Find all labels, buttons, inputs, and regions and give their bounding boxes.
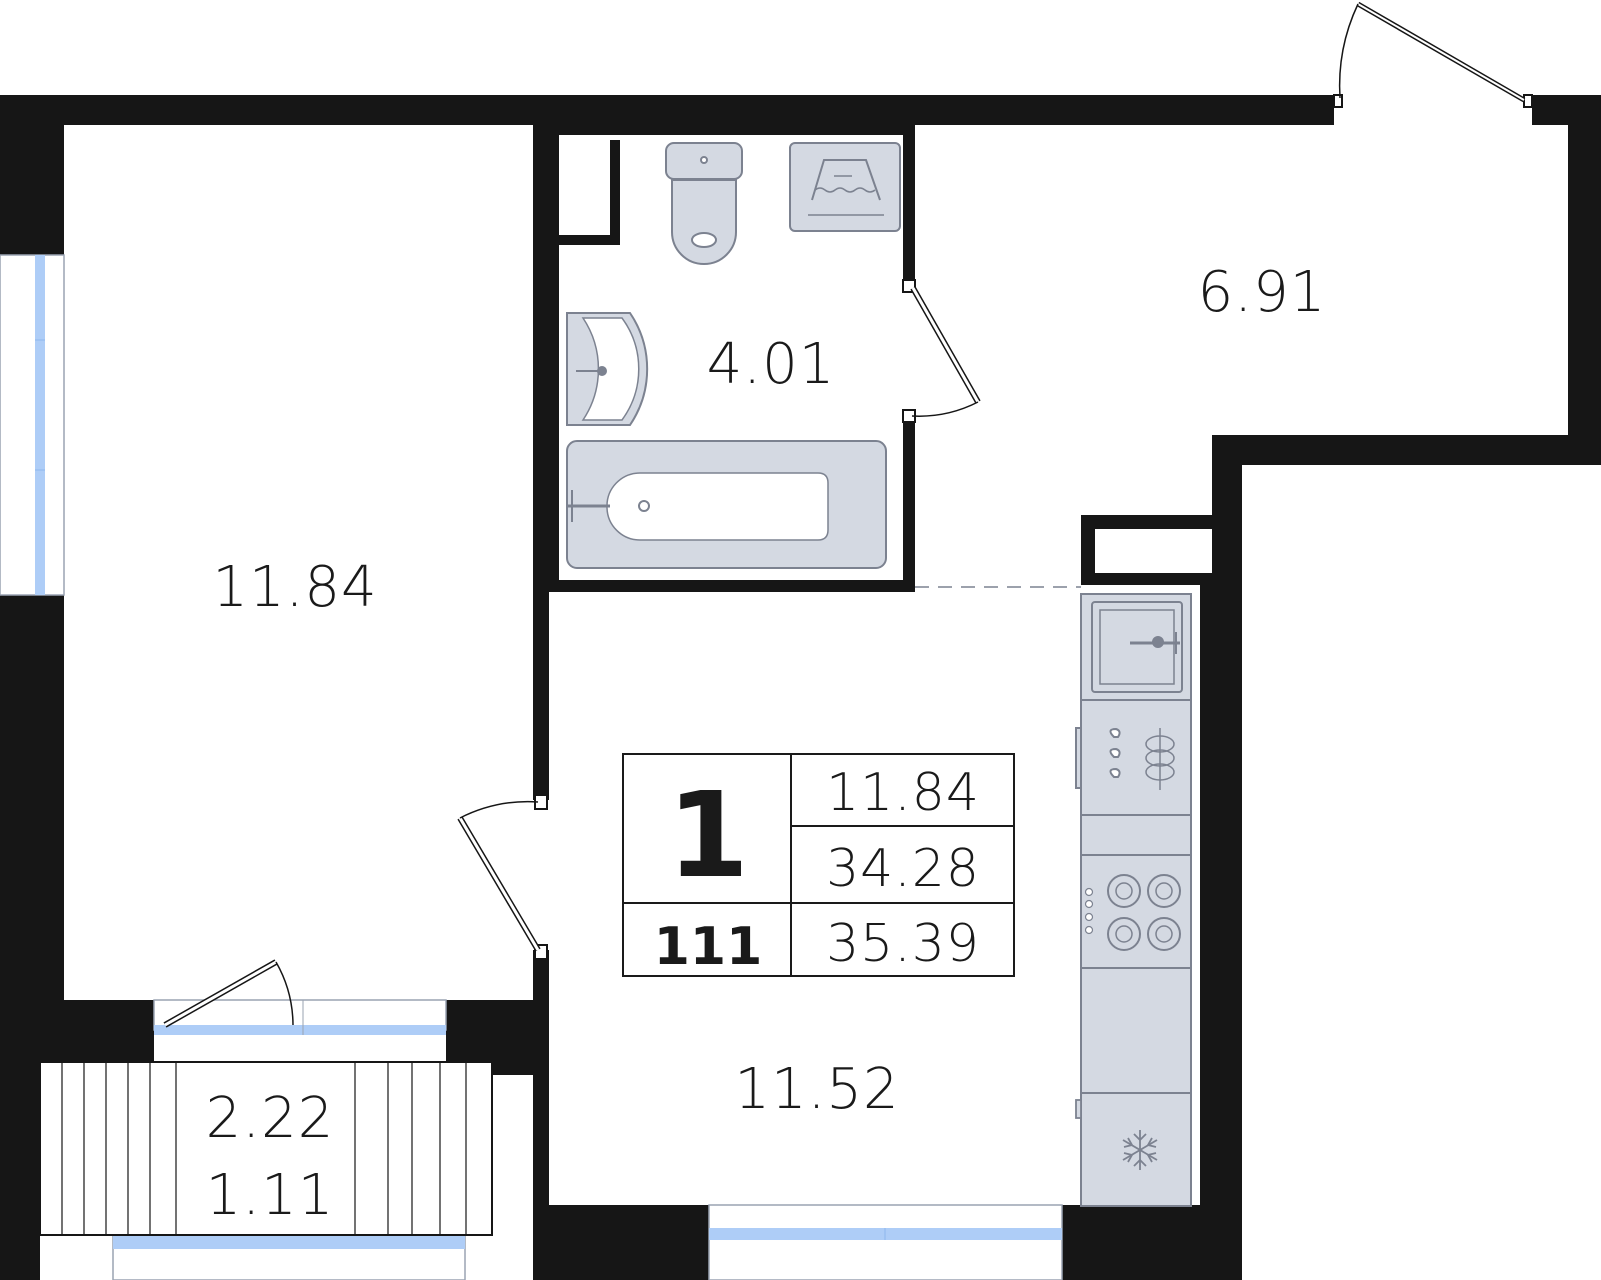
- wall-left-lower: [0, 595, 64, 1005]
- balcony-area-label: 2.22: [206, 1086, 335, 1151]
- wall-bath-bottom: [549, 580, 915, 592]
- wall-bottom-right: [1062, 1205, 1242, 1280]
- kitchen-area-label: 11.52: [734, 1057, 899, 1122]
- wall-partition-lower: [533, 950, 549, 1205]
- bathroom-door: [902, 279, 981, 423]
- bedroom-door: [457, 794, 548, 960]
- toilet-icon: [665, 142, 743, 265]
- wall-bottom-mid: [533, 1205, 709, 1280]
- wall-top: [0, 95, 1334, 125]
- wall-kitchen-right: [1200, 585, 1212, 1205]
- hall-area-label: 6.91: [1198, 260, 1327, 325]
- window-balcony-outer-glass: [113, 1235, 465, 1249]
- wall-bath-top: [549, 125, 915, 135]
- wall-corner-bottom-left: [0, 1075, 40, 1280]
- wall-left-upper: [0, 95, 64, 255]
- entrance-door: [1333, 1, 1533, 108]
- kitchen-counter: [1080, 593, 1192, 1207]
- balcony-door: [163, 959, 294, 1028]
- bathtub-icon: [566, 440, 887, 569]
- wall-bath-right-lower: [903, 420, 915, 590]
- balcony: [39, 1061, 493, 1236]
- living-area-value: 11.84: [826, 763, 980, 823]
- shaft-bottom: [559, 235, 620, 245]
- window-left-glass: [35, 255, 45, 595]
- wall-bath-left: [549, 125, 559, 590]
- doors: [163, 1, 1533, 1028]
- niche-left: [1081, 515, 1095, 585]
- wall-right-lower: [1212, 435, 1242, 1280]
- bathroom-fixtures: [566, 142, 901, 569]
- bathroom-area-label: 4.01: [707, 332, 836, 397]
- fridge-snowflake-icon: [1075, 1099, 1158, 1170]
- info-box-frame: [622, 753, 1015, 977]
- niche-bottom: [1081, 573, 1212, 585]
- sink-icon: [566, 312, 649, 426]
- total-with-balcony-value: 35.39: [826, 914, 980, 974]
- window-balcony-door-glass: [154, 1025, 446, 1035]
- hob-icon: [1084, 874, 1181, 951]
- window-kitchen: [708, 1204, 1063, 1280]
- shaft-right: [610, 140, 620, 240]
- balcony-reduced-area-label: 1.11: [206, 1163, 335, 1228]
- total-area-value: 34.28: [826, 839, 980, 899]
- kitchen-fixtures: [1075, 593, 1192, 1207]
- wall-right-upper: [1568, 95, 1601, 465]
- apartment-info-box: 1 111 11.84 34.28 35.39: [622, 753, 1015, 977]
- bedroom-area-label: 11.84: [212, 555, 377, 620]
- washing-machine-icon: [789, 142, 901, 232]
- apartment-number: 111: [654, 917, 763, 977]
- wall-bath-right-upper: [903, 125, 915, 282]
- balcony-outline: [39, 1061, 493, 1236]
- niche-top: [1081, 515, 1212, 529]
- windows: [0, 254, 1063, 1280]
- wall-step: [1212, 435, 1601, 465]
- room-count: 1: [667, 766, 749, 904]
- kitchen-sink-icon: [1091, 601, 1183, 693]
- wall-partition-upper: [533, 125, 549, 800]
- window-left: [0, 254, 65, 596]
- oven-icon: [1075, 727, 1175, 790]
